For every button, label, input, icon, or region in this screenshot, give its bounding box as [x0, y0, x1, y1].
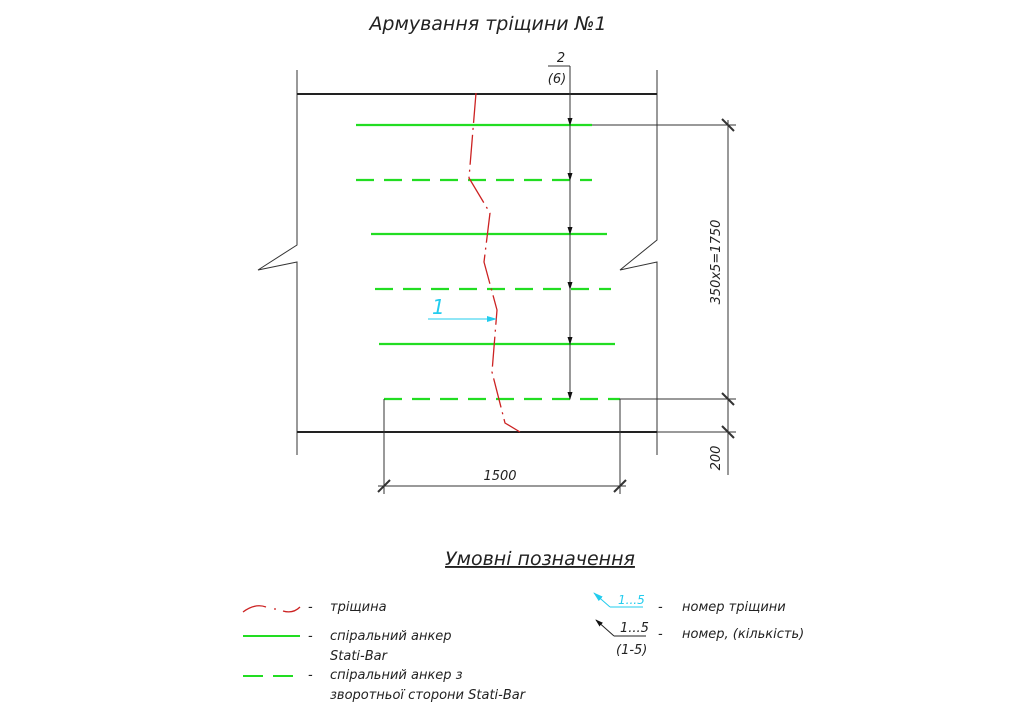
crack-line [468, 92, 521, 433]
legend-crack-number-label: номер тріщини [682, 600, 786, 615]
leader-number: 2 [557, 51, 565, 66]
legend-dash: - [308, 600, 313, 615]
legend-dash: - [308, 668, 313, 683]
leader-line [548, 65, 573, 400]
vertical-dimension-text: 350x5=1750 [709, 220, 724, 305]
legend-solid-label: спіральний анкер [330, 629, 452, 644]
drawing-title: Армування тріщини №1 [367, 13, 606, 35]
legend-dash: - [308, 629, 313, 644]
legend-quantity-sample: (1-5) [616, 643, 647, 658]
legend-crack-number-arrow [593, 592, 611, 608]
legend-crack-label: тріщина [330, 600, 387, 615]
legend-dashed-label-2: зворотньої сторони Stati-Bar [330, 688, 527, 703]
legend-number-sample: 1...5 [620, 621, 649, 636]
legend-crack-symbol [242, 605, 301, 613]
vertical-dimension [592, 118, 736, 475]
legend-crack-number-sample: 1...5 [618, 593, 645, 607]
legend-dash: - [658, 600, 663, 615]
horizontal-dimension-text: 1500 [483, 469, 516, 484]
legend-title: Умовні позначення [445, 548, 635, 570]
legend-number-arrow [595, 619, 615, 637]
legend-number-label: номер, (кількість) [682, 627, 804, 642]
crack-number-label: 1 [432, 295, 445, 319]
horizontal-dimension [377, 399, 627, 494]
anchors [356, 123, 620, 401]
edge-dimension-text: 200 [709, 446, 724, 471]
leader-quantity: (6) [548, 72, 566, 87]
legend-dash: - [658, 627, 663, 642]
legend-dashed-label: спіральний анкер з [330, 668, 463, 683]
legend-solid-label-2: Stati-Bar [330, 649, 389, 664]
wall-outline [257, 70, 658, 455]
